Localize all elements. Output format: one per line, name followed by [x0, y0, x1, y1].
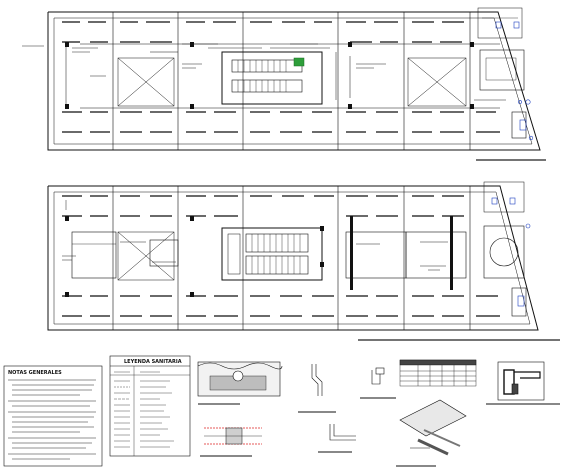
lower-room-left [71, 231, 117, 279]
lower-columns [65, 216, 453, 297]
upper-void-right [407, 57, 467, 107]
lower-services-room [483, 181, 527, 317]
lower-sanitary-fixtures [491, 197, 531, 307]
upper-floor-plan [22, 7, 546, 161]
upper-void-left [117, 57, 175, 107]
lower-stair-core [221, 227, 323, 281]
lower-grid-axes [112, 186, 471, 330]
upper-highlight-block [293, 57, 305, 67]
lower-room-right [405, 231, 467, 279]
vent-riser-detail [298, 364, 336, 413]
pipe-joint-detail [200, 427, 262, 457]
legend-title: LEYENDA SANITARIA [124, 359, 182, 365]
upper-services-room [477, 7, 527, 139]
trench-section-detail [197, 361, 283, 405]
notes-title: NOTAS GENERALES [8, 370, 62, 376]
lower-floor-plan [47, 181, 560, 341]
general-notes-panel: NOTAS GENERALES [3, 365, 103, 467]
sanitary-legend-table: LEYENDA SANITARIA [109, 355, 191, 457]
isometric-pipe-detail [396, 399, 467, 467]
upper-sanitary-fixtures [495, 21, 534, 141]
upper-plan-outline [47, 11, 541, 151]
upper-grid-axes [112, 12, 471, 150]
upper-columns [65, 42, 474, 109]
cleanout-detail [318, 424, 356, 453]
trap-detail [360, 367, 396, 399]
lower-plan-outline [47, 185, 539, 331]
manhole-section-detail [486, 361, 560, 405]
schedule-table [399, 359, 477, 387]
lower-room-center-left [149, 239, 179, 267]
